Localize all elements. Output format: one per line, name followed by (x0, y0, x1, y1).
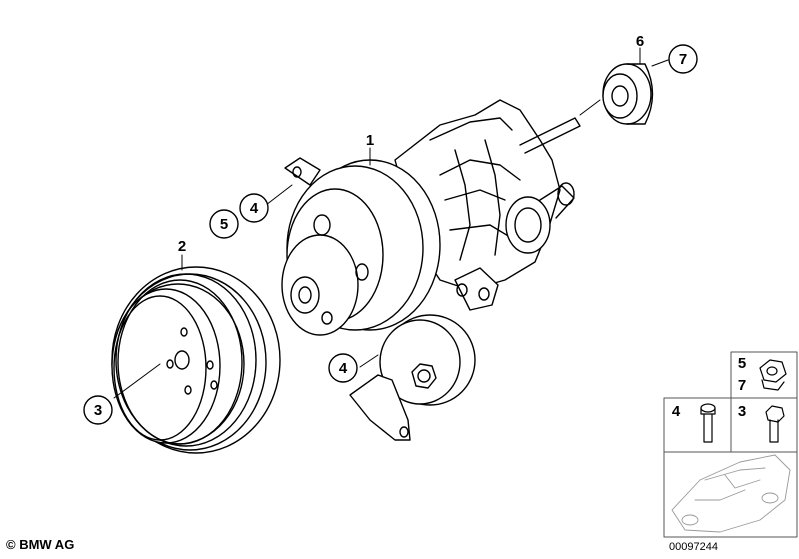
leader-lines (113, 47, 669, 399)
callout-5: 5 (220, 216, 228, 233)
copyright-label: © BMW AG (6, 537, 75, 552)
legend-label-5: 5 (738, 355, 746, 372)
callout-4-lower: 4 (339, 360, 348, 377)
legend-label-3: 3 (738, 403, 746, 420)
legend-nut-icon (759, 359, 787, 391)
legend-label-7: 7 (738, 377, 746, 394)
callout-1: 1 (366, 132, 374, 149)
pulley (111, 266, 281, 454)
legend-bolt-4-icon (700, 403, 716, 443)
legend-bolt-3-icon (765, 405, 785, 443)
document-number: 00097244 (669, 541, 718, 553)
legend-label-4: 4 (672, 403, 681, 420)
shaft-seal (602, 63, 654, 125)
legend-box (663, 351, 798, 538)
callout-7: 7 (679, 51, 687, 68)
callout-3: 3 (94, 402, 102, 419)
power-steering-pump (281, 99, 581, 441)
callout-circles (83, 44, 698, 425)
callout-2: 2 (178, 238, 186, 255)
callout-4-upper: 4 (250, 200, 259, 217)
car-thumbnail (671, 454, 791, 533)
callout-6: 6 (636, 33, 644, 50)
